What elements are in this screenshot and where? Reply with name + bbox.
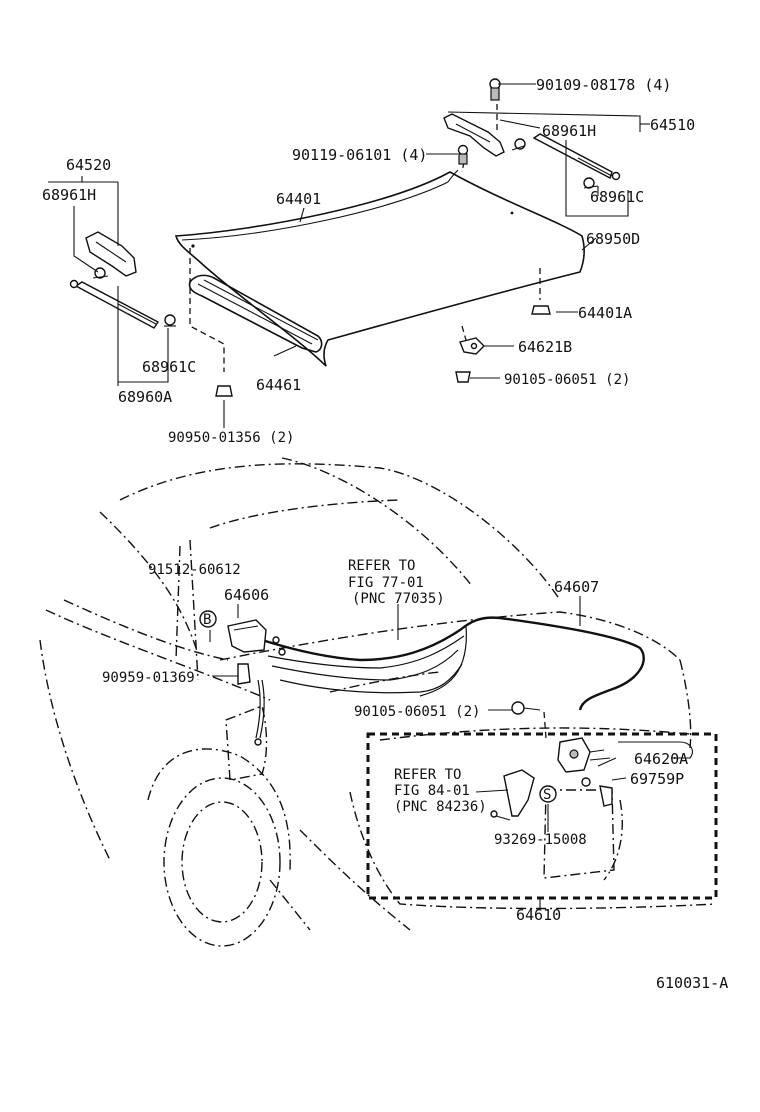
marker-s: S xyxy=(543,787,551,803)
label-90109-08178: 90109-08178 (4) xyxy=(536,76,671,94)
label-90119-06101: 90119-06101 (4) xyxy=(292,146,427,164)
label-64607: 64607 xyxy=(554,578,599,596)
label-90959-01369: 90959-01369 xyxy=(102,670,195,686)
label-93269-15008: 93269-15008 xyxy=(494,832,587,848)
left-hinge xyxy=(85,231,137,277)
right-gas-strut xyxy=(532,133,613,180)
opener-cable xyxy=(261,616,645,711)
label-90105-06051-bottom: 90105-06051 (2) xyxy=(354,704,480,720)
figure-id: 610031-A xyxy=(656,974,728,992)
weatherstrip xyxy=(188,274,323,353)
label-68961c-right: 68961C xyxy=(590,188,644,206)
label-64401a: 64401A xyxy=(578,304,632,322)
label-64401: 64401 xyxy=(276,190,321,208)
label-69759p: 69759P xyxy=(630,770,684,788)
left-gas-strut xyxy=(74,281,160,329)
rear-wheel xyxy=(163,777,281,947)
label-68950d: 68950D xyxy=(586,230,640,248)
marker-b-circle xyxy=(199,610,217,628)
label-64620a: 64620A xyxy=(634,750,688,768)
label-refer-84-line1: REFER TO xyxy=(394,767,461,783)
label-64621b: 64621B xyxy=(518,338,572,356)
label-refer-77-line2: FIG 77-01 xyxy=(348,575,424,591)
lock-enclosure-box xyxy=(366,732,718,900)
marker-s-circle xyxy=(539,785,557,803)
label-64606: 64606 xyxy=(224,586,269,604)
vehicle-view: B S xyxy=(39,457,718,947)
label-68961c-left: 68961C xyxy=(142,358,196,376)
label-90105-06051-top: 90105-06051 (2) xyxy=(504,372,630,388)
part-labels: 90109-08178 (4) 64510 68961H 90119-06101… xyxy=(42,76,728,992)
label-64520: 64520 xyxy=(66,156,111,174)
label-91512-60612: 91512-60612 xyxy=(148,562,241,578)
label-64461: 64461 xyxy=(256,376,301,394)
right-hinge xyxy=(443,113,505,157)
opener-link xyxy=(503,769,535,817)
label-68960a: 68960A xyxy=(118,388,172,406)
marker-b: B xyxy=(203,612,211,628)
trunk-lid-assembly xyxy=(48,78,650,428)
fuel-door xyxy=(225,705,268,781)
label-refer-77-line1: REFER TO xyxy=(348,558,415,574)
label-64510: 64510 xyxy=(650,116,695,134)
label-refer-84-line3: (PNC 84236) xyxy=(394,799,487,815)
label-68961h-left: 68961H xyxy=(42,186,96,204)
label-refer-77-line3: (PNC 77035) xyxy=(352,591,445,607)
trunk-lid-panel xyxy=(174,171,585,367)
label-68961h-right: 68961H xyxy=(542,122,596,140)
rear-window-outline xyxy=(119,463,561,601)
label-64610: 64610 xyxy=(516,906,561,924)
label-90950-01356: 90950-01356 (2) xyxy=(168,430,294,446)
label-refer-84-line2: FIG 84-01 xyxy=(394,783,470,799)
opener-lever xyxy=(227,619,267,653)
